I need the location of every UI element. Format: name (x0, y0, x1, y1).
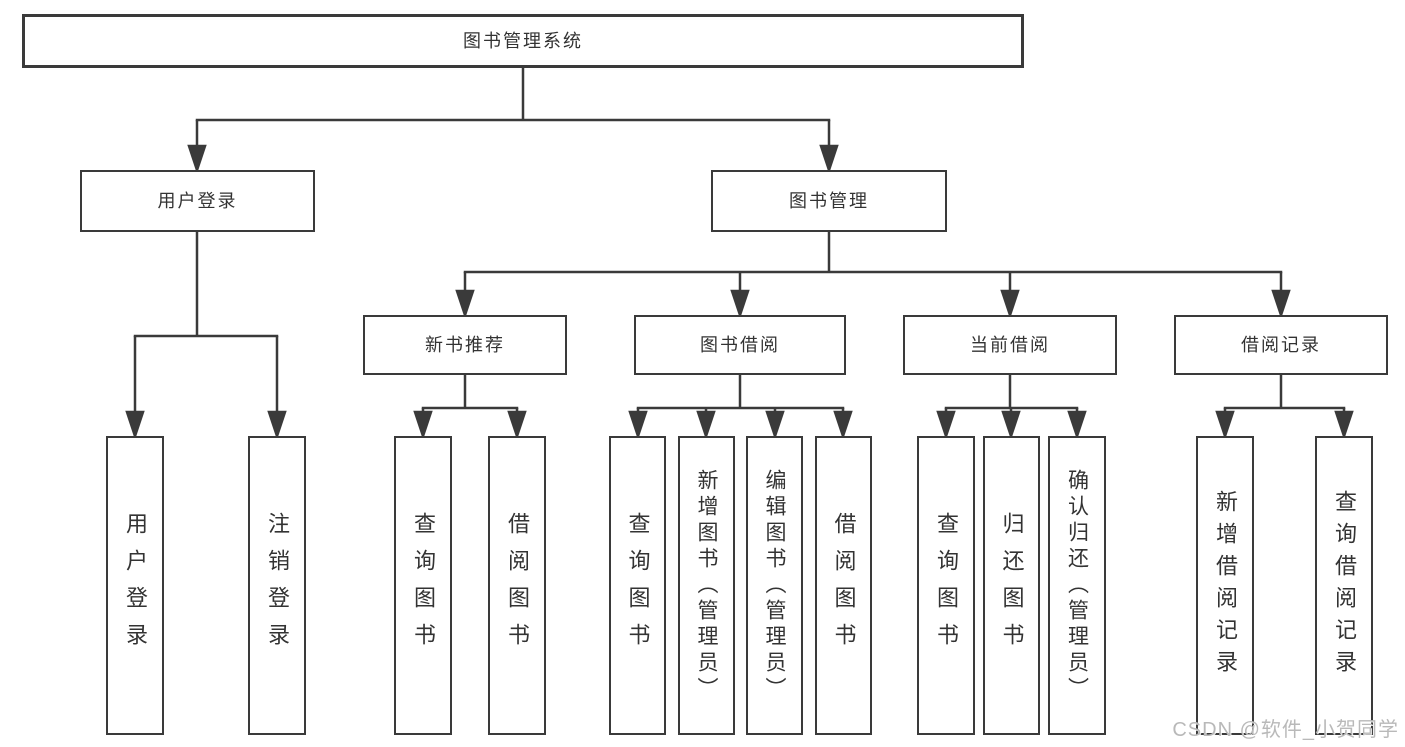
node-return-books: 归还图书 (983, 436, 1040, 735)
node-borrow-books: 借阅图书 (815, 436, 872, 735)
node-user-login: 用户登录 (80, 170, 315, 232)
node-label: 图书借阅 (700, 335, 780, 355)
csdn-watermark: CSDN @软件_小贺同学 (1172, 719, 1399, 741)
node-confirm-return-admin: 确认归还（管理员） (1048, 436, 1106, 735)
node-label: 注销登录 (265, 511, 290, 660)
node-label: 图书管理 (789, 191, 869, 211)
node-new-book-recommendation: 新书推荐 (363, 315, 567, 375)
node-label: 新书推荐 (425, 335, 505, 355)
node-label: 查询借阅记录 (1332, 489, 1357, 682)
node-query-books: 查询图书 (394, 436, 452, 735)
node-label: 查询图书 (411, 511, 436, 660)
node-book-management: 图书管理 (711, 170, 947, 232)
node-edit-book-admin: 编辑图书（管理员） (746, 436, 803, 735)
node-book-borrowing: 图书借阅 (634, 315, 846, 375)
node-label: 用户登录 (123, 511, 148, 660)
node-label: 归还图书 (999, 511, 1025, 660)
node-borrow-books: 借阅图书 (488, 436, 546, 735)
node-label: 查询图书 (934, 511, 959, 660)
node-label: 确认归还（管理员） (1065, 468, 1089, 703)
node-label: 当前借阅 (970, 335, 1050, 355)
node-query-books: 查询图书 (917, 436, 975, 735)
node-borrowing-records: 借阅记录 (1174, 315, 1388, 375)
node-logout: 注销登录 (248, 436, 306, 735)
node-label: 查询图书 (625, 511, 651, 660)
node-label: 借阅记录 (1241, 335, 1321, 355)
node-user-login-leaf: 用户登录 (106, 436, 164, 735)
node-library-management-system: 图书管理系统 (22, 14, 1024, 68)
node-label: 新增图书（管理员） (695, 468, 718, 703)
node-label: 用户登录 (157, 191, 238, 211)
node-query-borrow-record: 查询借阅记录 (1315, 436, 1373, 735)
node-label: 编辑图书（管理员） (763, 468, 786, 703)
node-label: 借阅图书 (505, 511, 530, 660)
node-label: 借阅图书 (831, 511, 857, 660)
node-label: 新增借阅记录 (1213, 489, 1238, 682)
node-add-borrow-record: 新增借阅记录 (1196, 436, 1254, 735)
node-label: 图书管理系统 (463, 31, 583, 51)
node-current-borrowing: 当前借阅 (903, 315, 1117, 375)
node-add-book-admin: 新增图书（管理员） (678, 436, 735, 735)
node-query-books: 查询图书 (609, 436, 666, 735)
